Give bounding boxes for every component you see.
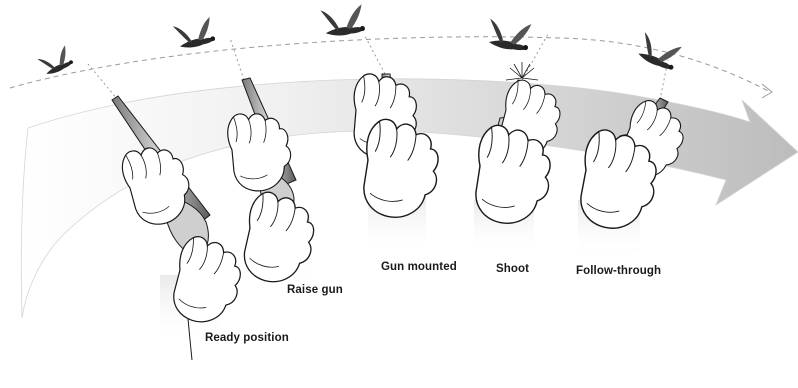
label-raise-gun: Raise gun [287,284,343,296]
bird-icon [320,4,365,36]
label-shoot: Shoot [496,263,529,275]
bird-icon [36,45,74,77]
bird-icon [484,14,534,54]
muzzle-flash-icon [506,62,538,80]
hand-icon [362,118,441,220]
hand-icon [170,234,246,327]
bird-icon [633,28,684,73]
label-follow-through: Follow-through [576,265,661,277]
label-ready-position: Ready position [205,332,289,344]
label-gun-mounted: Gun mounted [381,261,457,273]
bird-icon [172,17,216,50]
